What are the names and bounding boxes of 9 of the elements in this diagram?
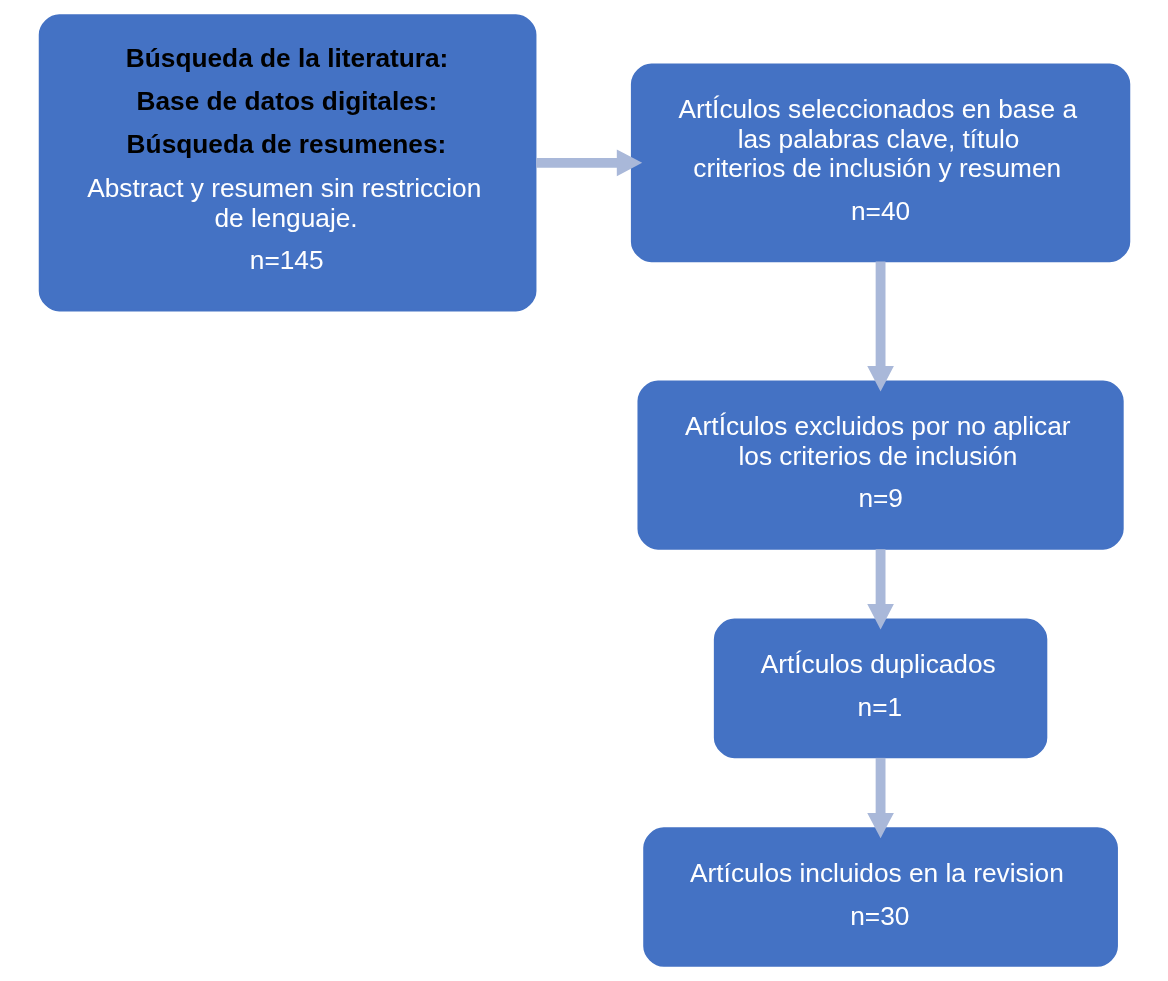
arrow (866, 757, 894, 839)
node-box: Artículos incluidos en la revision n=30 (642, 827, 1118, 967)
arrow (535, 149, 642, 177)
node-box: ArtÍculos duplicados n=1 (713, 618, 1047, 759)
node-box: Búsqueda de la literatura: Base de datos digitales: Búsqueda de resumenes: Abstract y resumen sin restriccion de lenguaje. n=145 (38, 14, 536, 312)
arrow (866, 261, 894, 392)
node-box: ArtÍculos excluidos por no aplicar los criterios de inclusión n=9 (636, 380, 1124, 550)
node-box: ArtÍculos seleccionados en base a las palabras clave, título criterios de inclusión y resumen n=40 (630, 63, 1130, 263)
arrow (866, 549, 894, 630)
